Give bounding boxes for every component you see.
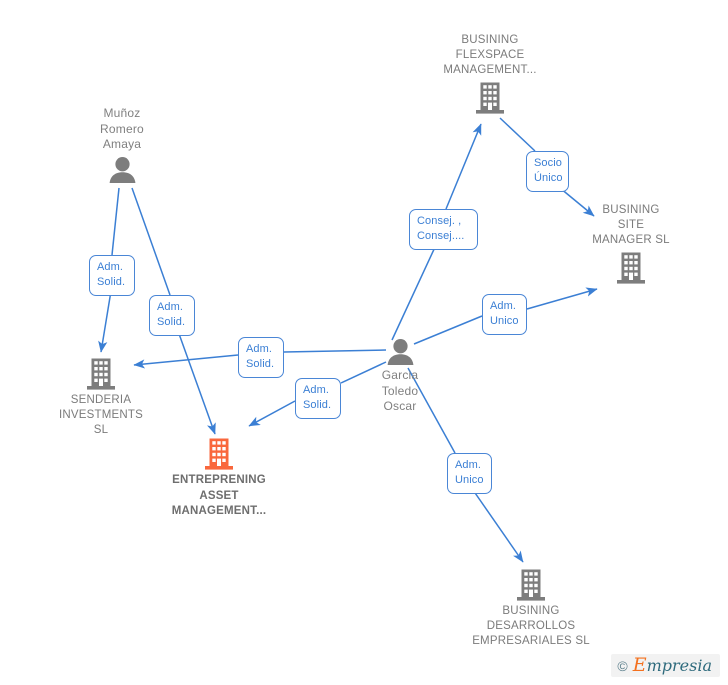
edge-flexspace-sitemanager-seg2 [559, 187, 595, 217]
edge-label-munoz-senderia[interactable]: Adm. Solid. [89, 255, 135, 296]
node-busining-desarrollos-empresariales[interactable]: BUSINING DESARROLLOS EMPRESARIALES SL [451, 569, 611, 649]
node-busining-site-manager[interactable]: BUSINING SITE MANAGER SL [551, 203, 711, 284]
node-entreprening-asset-management[interactable]: ENTREPRENING ASSET MANAGEMENT... [139, 438, 299, 520]
node-label-senderia: SENDERIA INVESTMENTS SL [59, 394, 143, 436]
edge-label-garcia-sitemanager[interactable]: Adm. Unico [482, 294, 527, 335]
building-icon [204, 438, 234, 470]
node-label-munoz: Muñoz Romero Amaya [100, 106, 144, 151]
node-label-busining-site-manager: BUSINING SITE MANAGER SL [592, 204, 670, 246]
edge-label-garcia-desarrollos[interactable]: Adm. Unico [447, 453, 492, 494]
edge-garcia-entreprening-seg1 [340, 361, 387, 384]
building-icon [616, 252, 646, 284]
edge-garcia-flexspace-seg2 [445, 123, 482, 210]
edge-label-munoz-entreprening[interactable]: Adm. Solid. [149, 295, 195, 336]
edge-munoz-entreprening-seg2 [177, 330, 216, 435]
node-label-busining-desarrollos: BUSINING DESARROLLOS EMPRESARIALES SL [472, 605, 590, 647]
edge-flexspace-sitemanager-seg1 [499, 117, 536, 152]
empresia-logo-initial: E [632, 654, 647, 676]
edge-munoz-senderia-seg2 [98, 290, 112, 353]
person-icon [385, 339, 416, 365]
node-label-garcia: Garcia Toledo Oscar [381, 368, 419, 413]
node-busining-flexspace-management[interactable]: BUSINING FLEXSPACE MANAGEMENT... [410, 33, 570, 114]
node-label-busining-flexspace: BUSINING FLEXSPACE MANAGEMENT... [443, 34, 537, 76]
copyright-symbol: © [617, 657, 628, 674]
empresia-logo-rest: mpresia [646, 656, 712, 675]
edge-garcia-entreprening-seg2 [248, 400, 296, 427]
node-munoz-romero-amaya[interactable]: Muñoz Romero Amaya [42, 106, 202, 183]
building-icon [86, 358, 116, 390]
edge-munoz-entreprening-seg1 [131, 187, 171, 296]
building-icon [475, 82, 505, 114]
edge-garcia-desarrollos-seg2 [472, 489, 524, 563]
node-garcia-toledo-oscar[interactable]: Garcia Toledo Oscar [320, 339, 480, 415]
edge-garcia-senderia-seg1 [283, 349, 387, 353]
edge-munoz-senderia-seg1 [111, 187, 120, 256]
node-senderia-investments[interactable]: SENDERIA INVESTMENTS SL [21, 358, 181, 438]
node-label-entreprening: ENTREPRENING ASSET MANAGEMENT... [171, 474, 267, 517]
building-icon [516, 569, 546, 601]
edge-label-garcia-senderia[interactable]: Adm. Solid. [238, 337, 284, 378]
edge-label-garcia-flexspace[interactable]: Consej. , Consej.... [409, 209, 478, 250]
edge-garcia-desarrollos-seg1 [407, 367, 456, 454]
edge-garcia-senderia-seg2 [133, 354, 239, 369]
edge-garcia-flexspace-seg1 [391, 244, 437, 341]
person-icon [107, 156, 138, 183]
edge-label-flexspace-sitemanager[interactable]: Socio Único [526, 151, 569, 192]
empresia-watermark: © Empresia [611, 654, 720, 677]
empresia-logo: Empresia [632, 654, 712, 676]
edge-label-garcia-entreprening[interactable]: Adm. Solid. [295, 378, 341, 419]
edge-garcia-sitemanager-seg1 [413, 315, 483, 345]
edge-garcia-sitemanager-seg2 [526, 287, 598, 310]
